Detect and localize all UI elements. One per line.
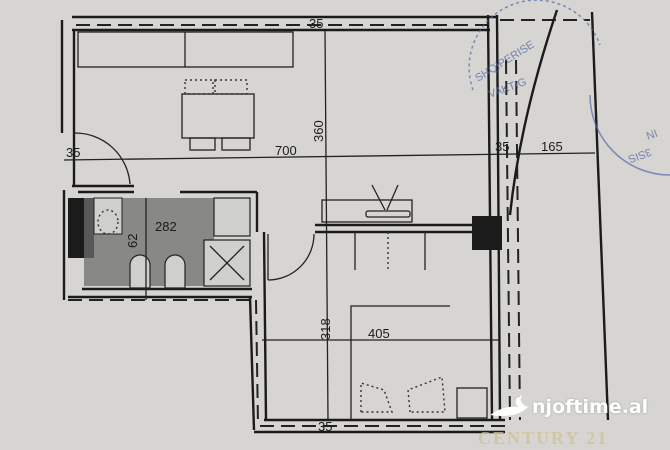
- dim-bathroom-small: 62: [125, 234, 140, 248]
- stamp-text-mid: VAKTIG: [487, 76, 528, 101]
- stamp-text-right: NI: [645, 128, 659, 143]
- dim-entrance-wall: 35: [66, 145, 80, 160]
- walls: [60, 11, 610, 434]
- bird-logo-icon: [490, 395, 528, 416]
- watermark-text: njoftime.al: [532, 396, 649, 418]
- kitchen-counter: [77, 31, 294, 68]
- tv-unit: [321, 184, 502, 270]
- stamp-text-bottom: 3SIS: [626, 145, 653, 164]
- balcony-door: [508, 9, 559, 216]
- bedroom-door: [267, 233, 315, 281]
- dim-bottom-wall: 35: [318, 419, 332, 434]
- bed: [350, 305, 488, 420]
- dimension-lines: [63, 152, 596, 341]
- brand-watermark: CENTURY 21: [478, 428, 609, 448]
- dim-bathroom-width: 282: [155, 219, 177, 234]
- dimension-labels: 35 360 700 35 35 165 282 62 318 405 35: [66, 16, 563, 434]
- dim-bedroom-depth: 318: [318, 318, 333, 340]
- dim-living-width: 700: [275, 143, 297, 158]
- dim-living-depth: 360: [311, 120, 326, 142]
- dim-balcony-width: 165: [541, 139, 563, 154]
- dining-table: [181, 79, 255, 151]
- watermark: njoftime.al: [488, 393, 648, 421]
- dim-balcony-wall: 35: [495, 139, 509, 154]
- bathroom: [68, 197, 251, 300]
- stamp-text-top: SHQIPERISE: [473, 39, 536, 85]
- dim-bedroom-width: 405: [368, 326, 390, 341]
- dim-top-wall: 35: [309, 16, 323, 31]
